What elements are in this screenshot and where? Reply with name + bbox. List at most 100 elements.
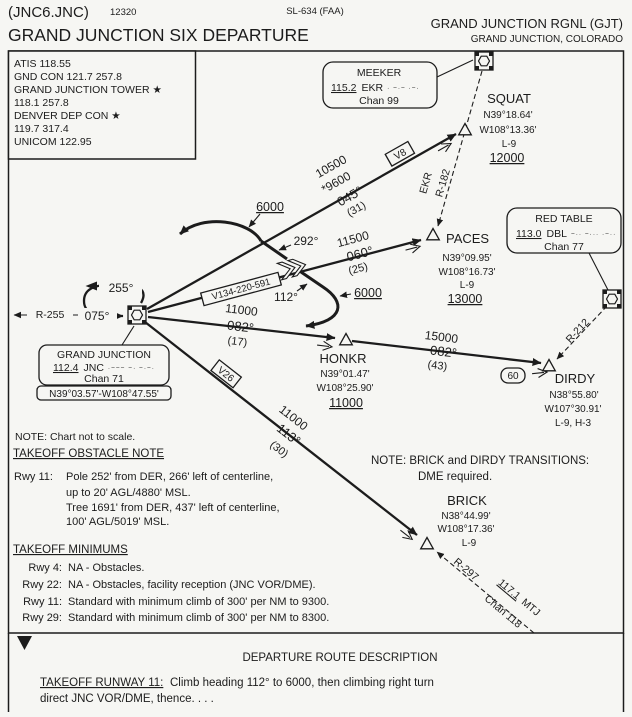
fix-name: DIRDY (555, 371, 596, 386)
label-mask (27, 307, 73, 321)
comm-line: UNICOM 122.95 (14, 136, 92, 148)
runway-chevron-symbol (275, 258, 307, 281)
meeker-ident: EKR (362, 82, 384, 94)
airway-label: V8 (392, 147, 408, 163)
alt-6000-east-label: 6000 (354, 286, 382, 300)
fix-lat: N39°09.95' (442, 253, 491, 264)
fix-name: BRICK (447, 493, 487, 508)
procedure-number: 12320 (110, 7, 136, 18)
minimums-rwy: Rwy 4: (28, 562, 62, 574)
comm-line: GND CON 121.7 257.8 (14, 71, 122, 83)
departure-route-description: T DEPARTURE ROUTE DESCRIPTION TAKEOFF RU… (17, 636, 438, 705)
heading-112-label: 112° (274, 290, 298, 304)
gj-morse: ·−−− −· −·−· (108, 365, 155, 372)
obstacle-heading: TAKEOFF OBSTACLE NOTE (13, 448, 164, 460)
dme-label: 60 (507, 371, 519, 382)
fix-name: SQUAT (487, 91, 531, 106)
montrose-freq: 117.1 (496, 577, 523, 603)
takeoff-minimums: TAKEOFF MINIMUMS Rwy 4: NA - Obstacles. … (13, 544, 329, 624)
fix-name: PACES (446, 231, 489, 246)
fix-lon: W108°13.36' (479, 125, 536, 136)
r212-label: R-212 (564, 316, 592, 345)
label-leader-112 (296, 283, 308, 292)
fix-alt: 13000 (448, 292, 483, 306)
meeker-vortac-symbol (474, 51, 494, 71)
airway-badge-v8: V8 (384, 140, 416, 167)
obstacle-line: up to 20' AGL/4880' MSL. (66, 487, 191, 499)
minimums-text: Standard with minimum climb of 300' per … (68, 612, 329, 624)
fix-enroute: L-9 (460, 280, 475, 291)
procedure-id: (JNC6.JNC) (8, 4, 89, 21)
rwy11-turn-arc (300, 270, 340, 329)
mea-label: 11000 (225, 301, 259, 319)
obstacle-line: Tree 1691' from DER, 437' left of center… (66, 502, 280, 514)
fix-alt: 11000 (329, 396, 363, 410)
obstacle-line: Pole 252' from DER, 266' left of centerl… (66, 471, 273, 483)
chart-ref: SL-634 (FAA) (286, 6, 344, 17)
fix-lat: N39°01.47' (320, 369, 369, 380)
gj-coords-frame (36, 385, 172, 401)
description-line1: Climb heading 112° to 6000, then climbin… (170, 677, 434, 689)
r182-ident-label: EKR (417, 171, 435, 195)
label-leader-292 (278, 244, 292, 251)
red-table-name: RED TABLE (535, 213, 592, 225)
label-leader-6000-west (248, 213, 261, 228)
comm-line: GRAND JUNCTION TOWER ★ (14, 84, 162, 96)
grand-junction-leader (121, 325, 135, 346)
gj-coords: N39°03.57'-W108°47.55' (49, 389, 159, 400)
alt-6000-west-label: 6000 (256, 200, 284, 214)
comm-line: 118.1 257.8 (14, 97, 69, 109)
red-table-ident: DBL (547, 228, 568, 240)
gj-box-frame (38, 344, 170, 386)
gj-chan: Chan 71 (84, 373, 124, 385)
fix-lon: W108°25.90' (316, 383, 373, 394)
takeoff-minimums-triangle-icon (17, 636, 32, 650)
obstacle-rwy-label: Rwy 11: (14, 471, 53, 483)
jnc-racetrack: 255° 075° (78, 280, 145, 323)
radial-r212-line (556, 305, 608, 360)
minimums-text: NA - Obstacles, facility reception (JNC … (68, 579, 316, 591)
transitions-note-line1: NOTE: BRICK and DIRDY TRANSITIONS: (371, 455, 589, 467)
transition-arrow-honkr (316, 340, 334, 352)
red-table-box-frame (506, 207, 622, 254)
gj-freq: 112.4 (53, 362, 79, 374)
description-line2: direct JNC VOR/DME, thence. . . . (40, 693, 214, 705)
r297-label: R-297 (451, 556, 481, 584)
comm-box-frame (7, 50, 197, 160)
minimums-heading: TAKEOFF MINIMUMS (13, 544, 128, 556)
distance-label: (43) (427, 359, 448, 373)
gj-name: GRAND JUNCTION (57, 349, 151, 361)
fix-alt: 12000 (490, 151, 525, 165)
comm-line: ATIS 118.55 (14, 58, 71, 70)
rwy11-departure-track: 112° 6000 (274, 258, 382, 329)
fix-symbol-honkr (339, 332, 353, 346)
meeker-freq: 115.2 (331, 82, 357, 94)
scale-note: NOTE: Chart not to scale. (15, 431, 135, 443)
montrose-ident: MTJ (519, 596, 542, 618)
airport-name: GRAND JUNCTION RGNL (GJT) (431, 16, 623, 31)
minimums-rwy: Rwy 11: (23, 596, 62, 608)
chart-header: (JNC6.JNC) 12320 SL-634 (FAA) GRAND JUNC… (8, 4, 623, 45)
rwy29-departure-track: 292° 6000 (178, 200, 319, 261)
minimums-rwy: Rwy 22: (22, 579, 62, 591)
fix-honkr-labels: HONKR N39°01.47' W108°25.90' 11000 (316, 351, 373, 410)
mea-label: 15000 (424, 328, 459, 346)
fix-lon: W107°30.91' (544, 404, 601, 415)
fix-symbol-brick (420, 536, 434, 550)
meeker-name: MEEKER (357, 67, 402, 79)
label-mask (99, 280, 142, 294)
jnc-honkr-labels: 11000 082° (17) (225, 301, 259, 349)
description-heading: DEPARTURE ROUTE DESCRIPTION (242, 652, 437, 664)
meeker-leader (436, 59, 474, 78)
red-table-leader (588, 252, 609, 291)
r255-label: R-255 (36, 309, 65, 321)
meeker-chan: Chan 99 (359, 95, 399, 107)
radial-r297-line (436, 551, 535, 634)
description-runway-label: TAKEOFF RUNWAY 11: (40, 677, 163, 689)
fix-lat: N38°44.99' (441, 511, 490, 522)
route-jnc-brick (144, 321, 418, 536)
heading-292-stub (260, 239, 288, 261)
